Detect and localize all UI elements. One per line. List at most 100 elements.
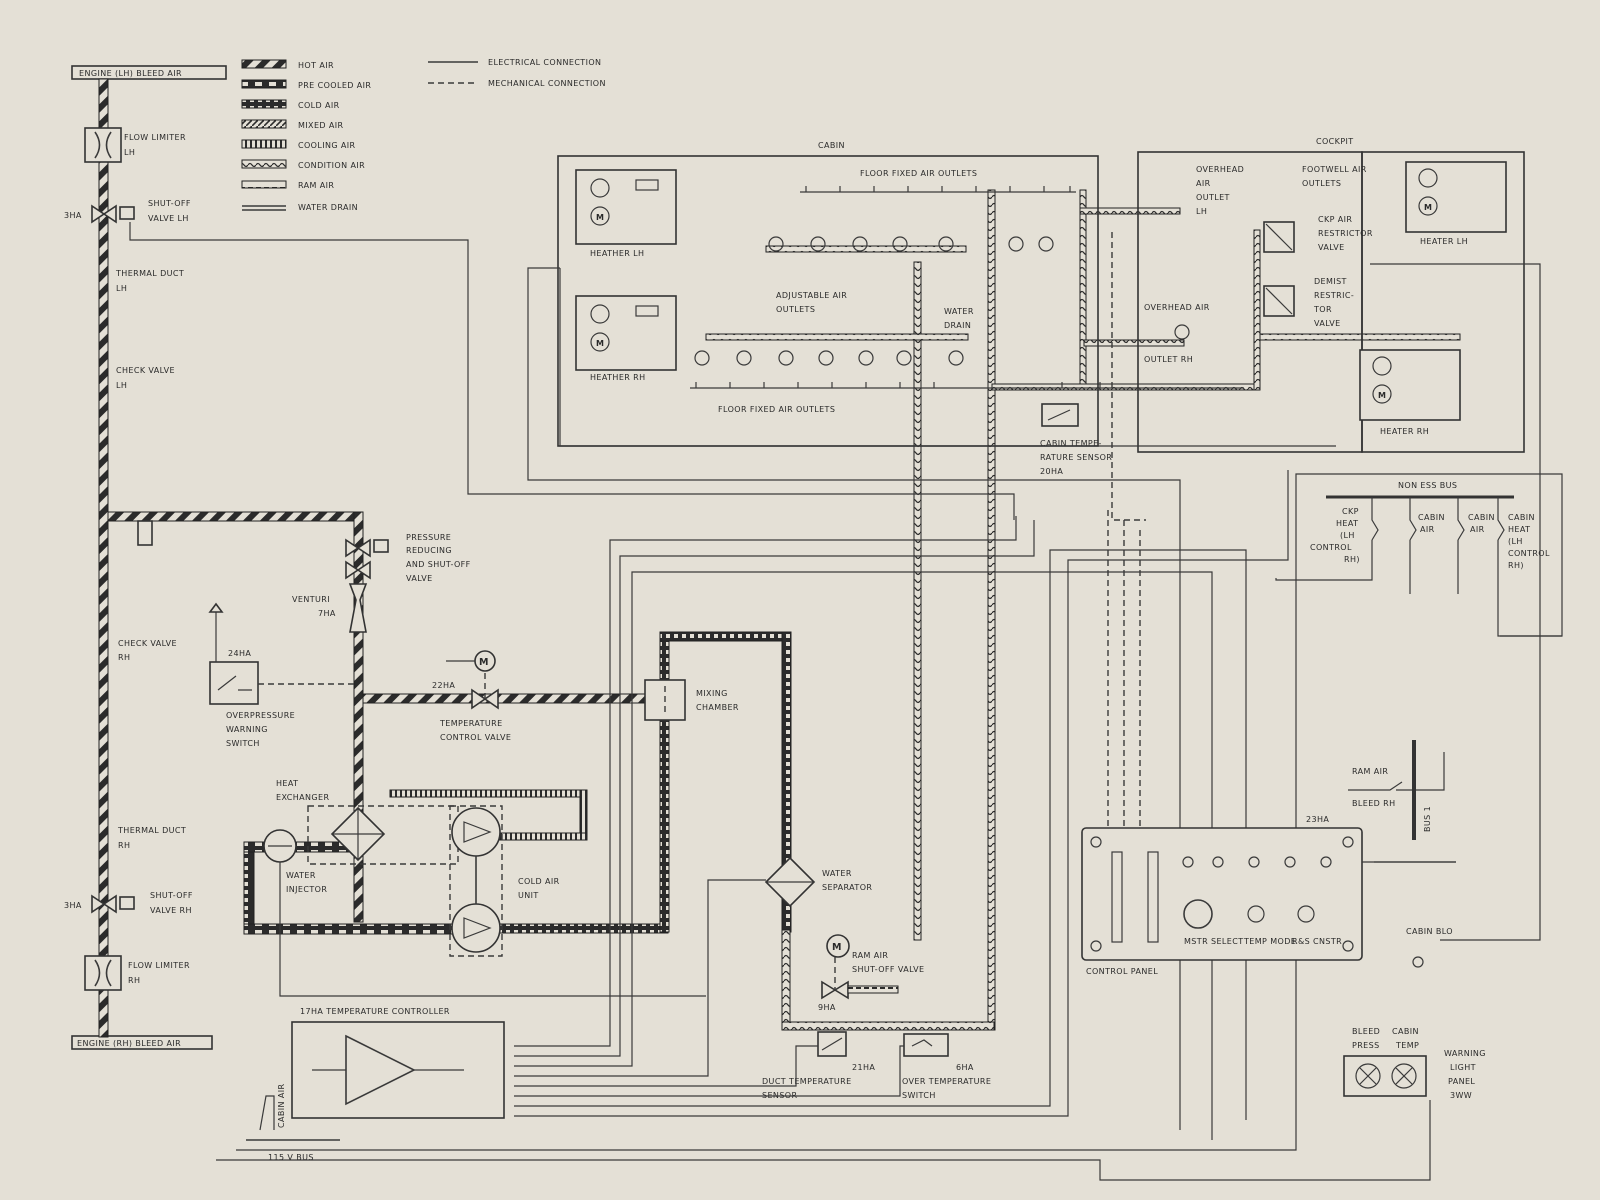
switch-5[interactable]	[1320, 856, 1332, 868]
switch-3[interactable]	[1248, 856, 1260, 868]
cb-ckp-heat-label: CKP	[1342, 507, 1359, 516]
flow-limiter-lh	[84, 127, 122, 163]
overpressure-switch: 24HA OVERPRESSURE WARNING SWITCH	[208, 602, 354, 748]
pressure-valve-label: PRESSURE	[406, 533, 451, 542]
shutoff-valve-lh	[91, 204, 117, 224]
control-panel-label: CONTROL PANEL	[1086, 967, 1158, 976]
ref-9ha: 9HA	[818, 1003, 836, 1012]
lever-2[interactable]	[1147, 851, 1159, 943]
duct-sensors: 21HA DUCT TEMPERATURE SENSOR 6HA OVER TE…	[762, 1031, 991, 1100]
water-separator: WATER SEPARATOR	[764, 856, 872, 908]
thermal-duct-rh-label: THERMAL DUCT	[117, 826, 186, 835]
cold-air-duct	[497, 923, 669, 934]
bleed-press-label-2: PRESS	[1352, 1041, 1380, 1050]
ram-air-valve: M RAM AIR SHUT-OFF VALVE 9HA	[818, 934, 924, 1012]
legend-pre-cooled-swatch	[241, 79, 287, 89]
legend-ram-air: RAM AIR	[298, 181, 334, 190]
cooling-air-duct	[389, 789, 587, 798]
warning-label-4: 3WW	[1450, 1091, 1472, 1100]
switch-2[interactable]	[1212, 856, 1224, 868]
ref-6ha: 6HA	[956, 1063, 974, 1072]
rs-cnstr-knob[interactable]	[1297, 905, 1315, 923]
pressure-reducing-valve: PRESSURE REDUCING AND SHUT-OFF VALVE VEN…	[292, 533, 470, 633]
ram-valve-label-2: SHUT-OFF VALVE	[852, 965, 924, 974]
overhead-lh-label-4: LH	[1196, 207, 1207, 216]
warning-label-2: LIGHT	[1450, 1063, 1476, 1072]
temp-valve-label: TEMPERATURE	[439, 719, 503, 728]
warning-light-panel: BLEED PRESS CABIN TEMP WARNING LIGHT PAN…	[1343, 1027, 1486, 1100]
floor-outlets-bottom	[690, 382, 1244, 389]
cabin-heater-lh-label: HEATHER LH	[590, 249, 644, 258]
ram-air-label: RAM AIR	[1352, 767, 1388, 776]
legend-condition-air: CONDITION AIR	[298, 161, 365, 170]
control-panel[interactable]: MSTR SELECT TEMP MODE R&S CNSTR CONTROL …	[1081, 827, 1456, 976]
bleed-ram-switch: BUS 1 RAM AIR BLEED RH 23HA	[1306, 740, 1432, 840]
cockpit-heater-lh	[1405, 161, 1507, 233]
adjustable-outlets-lower	[694, 350, 964, 366]
legend-ram-air-swatch	[241, 180, 287, 189]
legend-cold-air: COLD AIR	[298, 101, 340, 110]
mstr-select-label: MSTR SELECT	[1184, 937, 1244, 946]
electrical-wiring	[129, 222, 1563, 1181]
footwell-label: FOOTWELL AIR	[1302, 165, 1367, 174]
pre-cooled-loop	[243, 841, 255, 933]
cabin-sensor-label-3: 20HA	[1040, 467, 1063, 476]
temp-mode-knob[interactable]	[1247, 905, 1265, 923]
hot-air-branch	[107, 511, 359, 522]
venturi-label-2: 7HA	[318, 609, 336, 618]
heat-exchanger-group: HEAT EXCHANGER WATER INJECTOR COLD AIR U…	[263, 779, 559, 957]
floor-outlets-top	[800, 186, 1076, 193]
flow-limiter-lh-label: FLOW LIMITER	[124, 133, 186, 142]
floor-outlets-top-label: FLOOR FIXED AIR OUTLETS	[860, 169, 977, 178]
left-bleed-line: ENGINE (LH) BLEED AIR ENGINE (RH) BLEED …	[64, 65, 227, 1050]
lever-1[interactable]	[1111, 851, 1123, 943]
switch-1[interactable]	[1182, 856, 1194, 868]
cold-air-unit-label-2: UNIT	[518, 891, 539, 900]
engine-rh-box	[71, 1035, 213, 1050]
mixing-label-2: CHAMBER	[696, 703, 739, 712]
cb-cabin-air-2-label: CABIN	[1468, 513, 1495, 522]
bleed-press-light	[1355, 1063, 1381, 1089]
over-temp-label-2: SWITCH	[902, 1091, 936, 1100]
check-valve-lh-label: CHECK VALVE	[116, 366, 175, 375]
svg-text:M: M	[1378, 391, 1386, 400]
legend-cold-air-swatch	[241, 99, 287, 109]
shutoff-rh-label-2: VALVE RH	[150, 906, 192, 915]
cabin-blo-switch[interactable]: CABIN BLO	[1406, 927, 1453, 968]
legend-cooling-air: COOLING AIR	[298, 141, 356, 150]
cold-air-turbine	[451, 807, 501, 857]
legend-water-drain: WATER DRAIN	[298, 203, 358, 212]
switch-4[interactable]	[1284, 856, 1296, 868]
thermal-duct-lh-label: THERMAL DUCT	[115, 269, 184, 278]
cb-cabin-heat-label-3: (LH	[1508, 537, 1523, 546]
cabin-zone: CABIN FLOOR FIXED AIR OUTLETS FLOOR FIXE…	[557, 141, 1244, 476]
mixing-chamber: MIXING CHAMBER	[644, 679, 739, 721]
ckp-valve-label-3: VALVE	[1318, 243, 1345, 252]
warning-label: WARNING	[1444, 1049, 1486, 1058]
heat-exchanger-label-2: EXCHANGER	[276, 793, 329, 802]
cb-cabin-heat-label: CABIN	[1508, 513, 1535, 522]
water-drain-label: WATER	[944, 307, 974, 316]
svg-text:M: M	[1424, 203, 1432, 212]
mstr-select-knob[interactable]	[1183, 899, 1213, 929]
cockpit-title: COCKPIT	[1316, 137, 1354, 146]
svg-text:M: M	[479, 657, 489, 668]
floor-outlets-bottom-label: FLOOR FIXED AIR OUTLETS	[718, 405, 835, 414]
cabin-heater-rh	[575, 295, 677, 371]
venturi-label: VENTURI	[292, 595, 330, 604]
ref-22ha: 22HA	[432, 681, 455, 690]
cb-cabin-heat-label-2: HEAT	[1508, 525, 1530, 534]
bus1-label: BUS 1	[1423, 806, 1432, 832]
core-ducting	[107, 511, 792, 935]
legend-mixed-air-swatch	[241, 119, 287, 129]
water-separator-label-2: SEPARATOR	[822, 883, 872, 892]
shutoff-lh-label-2: VALVE LH	[148, 214, 189, 223]
cabin-air-cb-label: CABIN AIR	[277, 1084, 286, 1128]
legend-hot-air-swatch	[241, 59, 287, 69]
motor-9ha	[826, 934, 850, 958]
svg-text:M: M	[596, 213, 604, 222]
bleed-rh-label: BLEED RH	[1352, 799, 1396, 808]
cold-air-compressor	[451, 903, 501, 953]
ref-3ha-bottom: 3HA	[64, 901, 82, 910]
venturi	[348, 583, 368, 633]
